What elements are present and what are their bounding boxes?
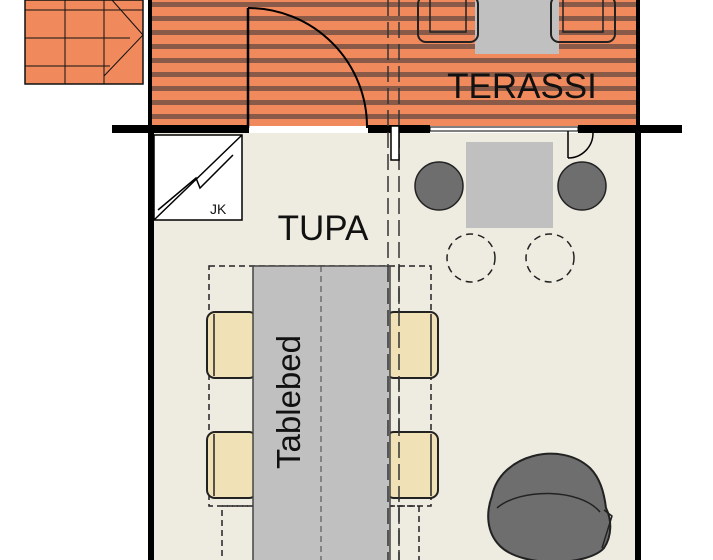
stool-right <box>557 161 607 211</box>
stool-left <box>414 161 464 211</box>
dining-set <box>414 142 607 283</box>
fireplace-code-label: JK <box>210 201 227 217</box>
terrace-lounge-set <box>417 0 616 54</box>
fireplace: JK <box>153 134 243 221</box>
terrace-side-door <box>567 131 594 159</box>
living-room-label: TUPA <box>278 209 369 248</box>
side-table <box>466 142 553 228</box>
chair-right-top <box>385 311 439 379</box>
tablebed-label: Tablebed <box>270 335 307 469</box>
stool-extra-right <box>525 233 575 283</box>
stool-extra-left <box>446 233 496 283</box>
outdoor-steps <box>24 0 144 85</box>
terrace-label: TERASSI <box>447 67 597 106</box>
armchair <box>487 452 613 560</box>
entrance-door <box>246 7 369 129</box>
tablebed: Tablebed <box>252 265 400 560</box>
terrace-deck <box>148 0 640 126</box>
chair-right-bottom <box>385 431 439 499</box>
